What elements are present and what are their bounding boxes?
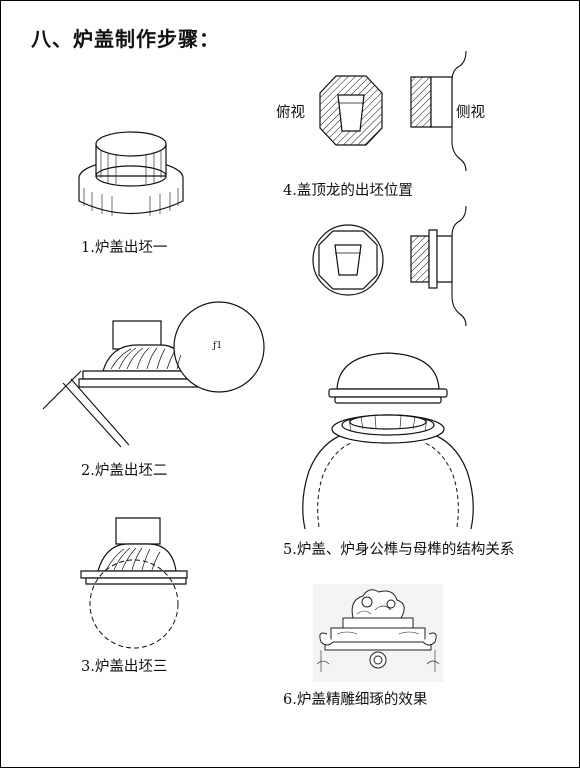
caption-step-3: 3.炉盖出坯三 <box>81 659 168 675</box>
figure-3-lid-blank-three <box>76 516 191 651</box>
caption-step-4: 4.盖顶龙的出坯位置 <box>283 183 413 199</box>
caption-step-6: 6.炉盖精雕细琢的效果 <box>283 692 428 708</box>
caption-step-1: 1.炉盖出坯一 <box>81 240 168 256</box>
caption-step-5: 5.炉盖、炉身公榫与母榫的结构关系 <box>283 542 515 558</box>
figure-5-tenon-structure <box>299 351 477 529</box>
figure-1-lid-blank-one <box>76 126 186 221</box>
inset-label: ƒ1 <box>213 341 223 351</box>
caption-step-2: 2.炉盖出坯二 <box>81 463 168 479</box>
figure-2-lid-blank-two <box>41 299 271 459</box>
top-view-label: 俯视 <box>276 105 305 121</box>
figure-4-side-view-upper <box>406 51 476 171</box>
figure-6-finished-carving <box>313 584 443 682</box>
side-view-label: 侧视 <box>456 105 485 121</box>
figure-4-top-view-upper <box>316 73 386 148</box>
figure-4-top-view-lower <box>311 223 385 298</box>
figure-4-side-view-lower <box>406 206 476 326</box>
page-title: 八、炉盖制作步骤： <box>31 27 220 51</box>
